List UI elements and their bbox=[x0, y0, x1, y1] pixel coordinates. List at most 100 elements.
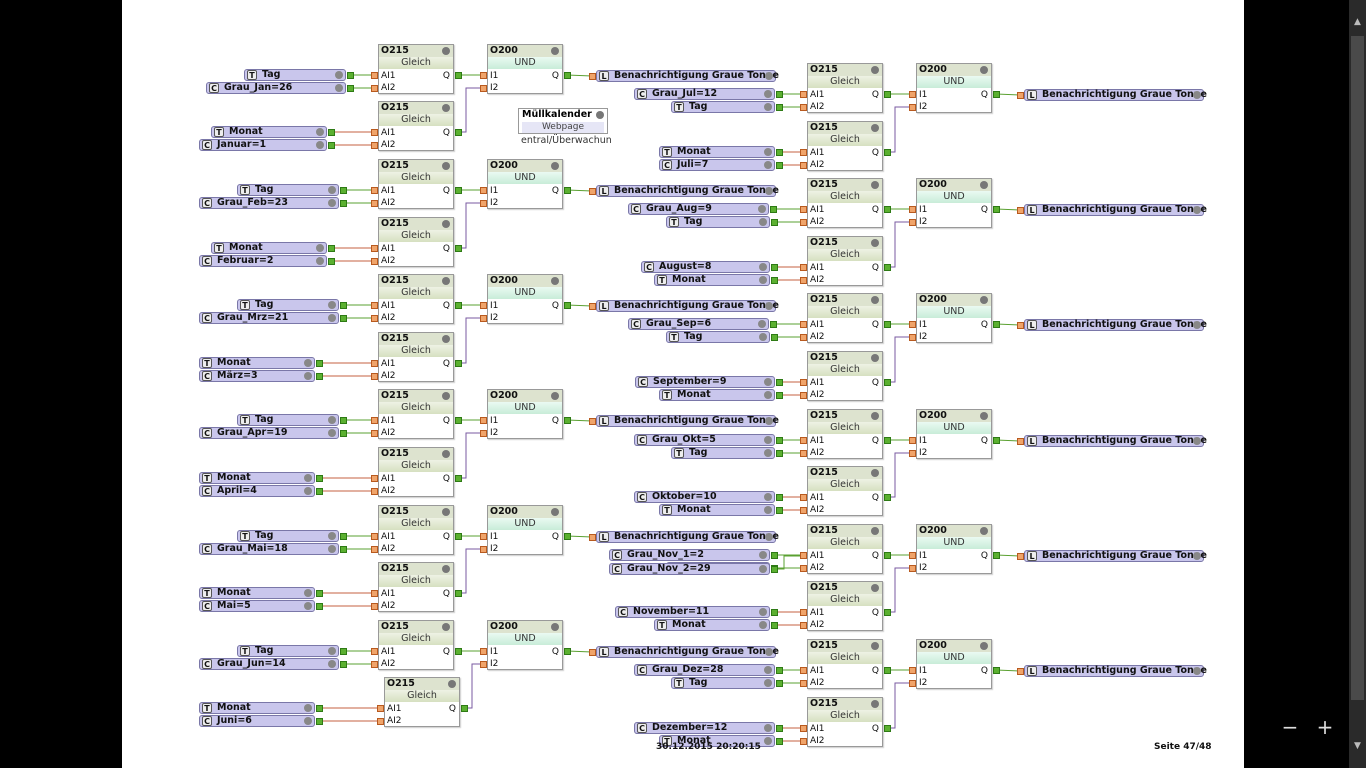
input-label: Tag bbox=[255, 414, 274, 425]
input-label: September=9 bbox=[653, 376, 727, 387]
info-icon bbox=[316, 128, 324, 136]
block-id: O200 bbox=[919, 64, 947, 75]
output-pin bbox=[340, 200, 347, 207]
type-badge: L bbox=[599, 301, 609, 311]
output-pin bbox=[993, 206, 1000, 213]
scroll-down-arrow-icon[interactable]: ▼ bbox=[1354, 741, 1361, 751]
block-function: UND bbox=[488, 57, 562, 69]
input-pin bbox=[371, 648, 378, 655]
zoom-in-button[interactable]: + bbox=[1316, 715, 1334, 739]
type-badge: C bbox=[202, 371, 212, 381]
block-id: O200 bbox=[490, 506, 518, 517]
block-function: Gleich bbox=[379, 633, 453, 645]
scroll-up-arrow-icon[interactable]: ▲ bbox=[1354, 17, 1361, 27]
port-label: AI2 bbox=[381, 659, 396, 669]
input-label: Grau_Feb=23 bbox=[217, 197, 288, 208]
port-label: AI1 bbox=[810, 493, 825, 503]
info-icon bbox=[335, 71, 343, 79]
type-badge: L bbox=[599, 416, 609, 426]
input-pin bbox=[800, 622, 807, 629]
type-badge: T bbox=[202, 703, 212, 713]
port-label: I1 bbox=[919, 90, 928, 100]
block-id: O215 bbox=[381, 102, 409, 113]
type-badge: L bbox=[1027, 551, 1037, 561]
input-pin bbox=[909, 680, 916, 687]
info-icon bbox=[765, 72, 773, 80]
input-pin bbox=[371, 142, 378, 149]
type-badge: T bbox=[202, 358, 212, 368]
type-badge: T bbox=[214, 243, 224, 253]
info-icon bbox=[328, 199, 336, 207]
info-icon bbox=[871, 354, 879, 362]
input-label: März=3 bbox=[217, 370, 258, 381]
block-id: O200 bbox=[490, 390, 518, 401]
port-label: I2 bbox=[919, 217, 928, 227]
port-label: AI1 bbox=[381, 416, 396, 426]
output-label: Benachrichtigung Graue Tonne bbox=[1042, 89, 1207, 100]
output-label: Benachrichtigung Graue Tonne bbox=[1042, 550, 1207, 561]
input-pin bbox=[800, 277, 807, 284]
scrollbar-thumb[interactable] bbox=[1351, 36, 1364, 700]
output-pin bbox=[776, 104, 783, 111]
output-pin bbox=[455, 72, 462, 79]
type-badge: C bbox=[209, 83, 219, 93]
info-icon bbox=[442, 508, 450, 516]
output-pin bbox=[771, 264, 778, 271]
input-pin bbox=[800, 206, 807, 213]
output-pin bbox=[771, 609, 778, 616]
type-badge: C bbox=[637, 665, 647, 675]
input-label: Grau_Jun=14 bbox=[217, 658, 286, 669]
input-pin bbox=[800, 264, 807, 271]
input-pin bbox=[909, 219, 916, 226]
input-label: Grau_Apr=19 bbox=[217, 427, 288, 438]
info-icon bbox=[764, 436, 772, 444]
input-pin bbox=[589, 303, 596, 310]
port-label: Q bbox=[442, 647, 450, 657]
info-icon bbox=[759, 621, 767, 629]
info-icon bbox=[764, 724, 772, 732]
input-pin bbox=[480, 187, 487, 194]
input-pin bbox=[1017, 322, 1024, 329]
port-label: AI2 bbox=[381, 83, 396, 93]
input-pin bbox=[371, 315, 378, 322]
input-pin bbox=[371, 603, 378, 610]
zoom-out-button[interactable]: − bbox=[1281, 715, 1299, 739]
input-pin bbox=[371, 417, 378, 424]
info-icon bbox=[764, 449, 772, 457]
type-badge: T bbox=[674, 678, 684, 688]
port-label: I1 bbox=[490, 301, 499, 311]
output-pin bbox=[776, 149, 783, 156]
block-function: Gleich bbox=[379, 114, 453, 126]
input-label: Tag bbox=[689, 447, 708, 458]
input-pin bbox=[371, 258, 378, 265]
type-badge: C bbox=[202, 659, 212, 669]
type-badge: C bbox=[202, 486, 212, 496]
type-badge: L bbox=[599, 647, 609, 657]
block-function: Gleich bbox=[808, 594, 882, 606]
output-pin bbox=[564, 302, 571, 309]
port-label: AI1 bbox=[381, 128, 396, 138]
port-label: Q bbox=[551, 532, 559, 542]
block-id: O215 bbox=[810, 294, 838, 305]
wire bbox=[566, 650, 593, 653]
port-label: Q bbox=[871, 205, 879, 215]
input-pin bbox=[480, 430, 487, 437]
port-label: AI2 bbox=[381, 428, 396, 438]
info-icon bbox=[304, 474, 312, 482]
